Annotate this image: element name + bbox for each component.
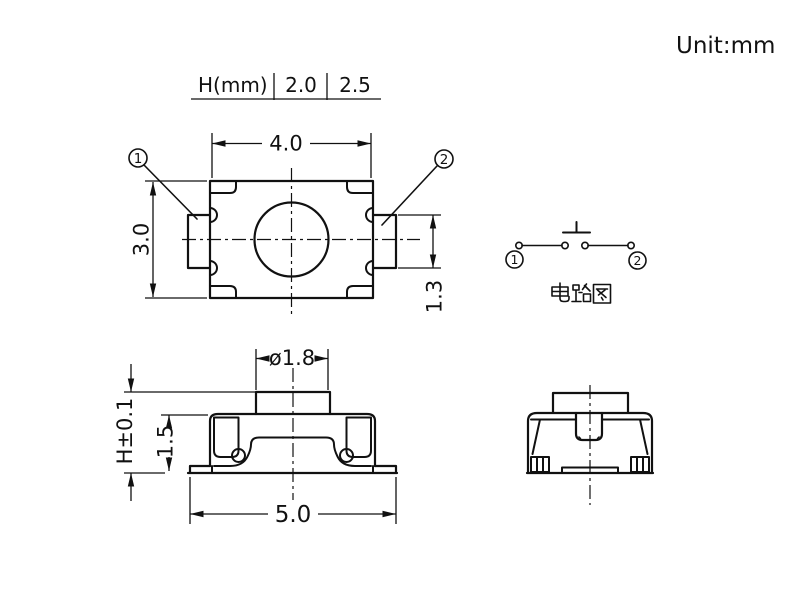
table-option-2: 2.5: [339, 73, 371, 97]
height-table: H(mm) 2.0 2.5: [191, 73, 381, 100]
circuit-pin1: 1: [505, 250, 524, 269]
top-view-body: [208, 179, 375, 300]
contact-node: [514, 241, 523, 250]
svg-text:1: 1: [511, 252, 519, 267]
dim-total-height-text: H±0.1: [113, 398, 137, 465]
dim-terminal-text: 1.3: [423, 280, 447, 313]
clip-right: [345, 416, 372, 458]
clip-dimple: [339, 448, 354, 463]
dim-height-text: 3.0: [130, 223, 154, 256]
edge-notch: [365, 260, 374, 276]
clip-dimple: [231, 448, 246, 463]
terminal-left: [186, 213, 212, 270]
dim-base-width-text: 5.0: [275, 502, 312, 528]
table-header: H(mm): [198, 73, 268, 97]
corner-feature: [346, 285, 374, 299]
circuit-caption: [551, 282, 612, 304]
corner-feature: [346, 180, 374, 194]
corner-feature: [209, 285, 237, 299]
terminal-right: [371, 213, 398, 270]
circuit-diagram: 1 2: [505, 221, 647, 304]
dim-width-text: 4.0: [269, 132, 302, 156]
front-view: ø1.8 H±0.1 1.5 5.0: [113, 346, 399, 528]
edge-notch: [365, 207, 374, 223]
pin2-callout: 2: [381, 149, 454, 226]
pin1-callout: 1: [128, 148, 198, 220]
dim-body-height-text: 1.5: [154, 425, 178, 458]
dim-total-height: H±0.1: [113, 364, 256, 501]
corner-feature: [209, 180, 237, 194]
dim-width: 4.0: [211, 132, 372, 178]
side-terminal-right: [630, 456, 650, 473]
front-feet: [188, 464, 398, 474]
edge-notch: [209, 260, 218, 276]
dim-terminal: 1.3: [398, 214, 447, 313]
dim-button-dia-text: ø1.8: [269, 346, 315, 370]
body-slant: [531, 418, 649, 455]
dim-body-height: 1.5: [154, 414, 208, 471]
pin2-number: 2: [440, 152, 449, 168]
contact-node: [580, 241, 589, 250]
contact-node: [560, 241, 569, 250]
circuit-pin2: 2: [628, 251, 647, 270]
contact-node: [626, 241, 635, 250]
side-terminal-left: [530, 456, 550, 473]
center-recess: [574, 411, 604, 442]
pin1-number: 1: [134, 151, 143, 167]
front-button: [254, 390, 332, 416]
unit-label: Unit:mm: [676, 33, 775, 59]
dim-height: 3.0: [130, 180, 207, 299]
svg-text:2: 2: [634, 253, 642, 268]
edge-notch: [209, 207, 218, 223]
top-view: 4.0 3.0 1.3 1 2: [128, 132, 454, 314]
dim-base-width: 5.0: [189, 477, 397, 528]
dim-button-dia: ø1.8: [255, 346, 329, 390]
recess-ticks: [578, 436, 600, 440]
table-option-1: 2.0: [285, 73, 317, 97]
side-view: [525, 385, 655, 505]
